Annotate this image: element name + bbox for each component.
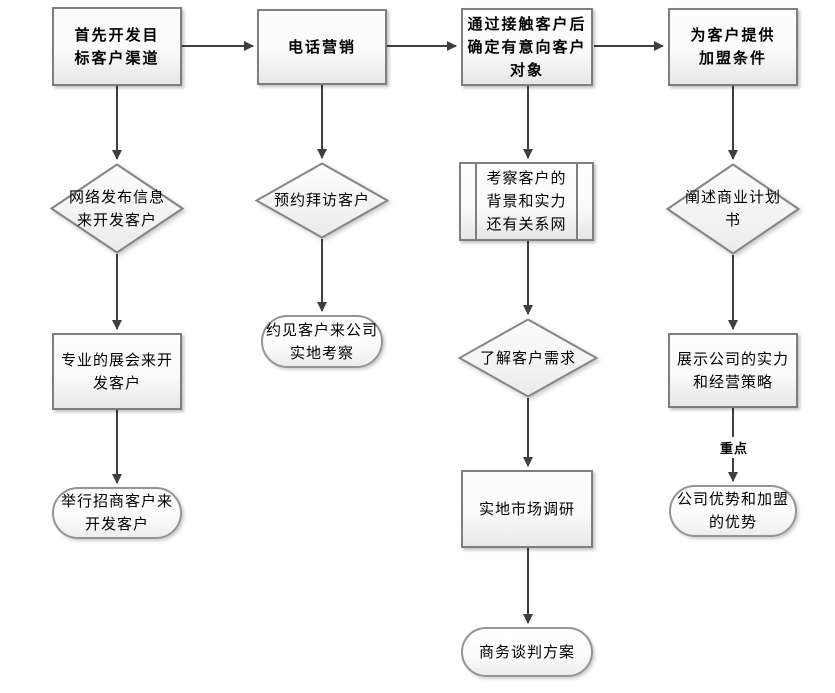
diamond-shape — [255, 162, 389, 239]
node-identify-interested-customers: 通过接触客户后 确定有意向客户 对象 — [461, 8, 593, 86]
predefined-process-bar — [576, 164, 578, 239]
node-label: 约见客户来公司 实地考察 — [265, 320, 378, 362]
node-label: 专业的展会来开 发客户 — [60, 350, 173, 392]
terminator-investment-event: 举行招商客户来 开发客户 — [52, 487, 182, 539]
node-provide-franchise-conditions: 为客户提供 加盟条件 — [668, 8, 798, 86]
node-label: 首先开发目 标客户渠道 — [74, 25, 160, 67]
decision-understand-needs: 了解客户需求 — [458, 318, 598, 398]
decision-online-info-develop: 网络发布信息 来开发客户 — [50, 163, 184, 254]
node-develop-target-channels: 首先开发目 标客户渠道 — [52, 7, 182, 86]
decision-present-business-plan: 阐述商业计划 书 — [666, 163, 800, 255]
node-label: 考察客户的 背景和实力 还有关系网 — [486, 169, 567, 233]
edge-label-key-point: 重点 — [708, 437, 760, 458]
node-label: 举行招商客户来 开发客户 — [60, 492, 173, 533]
terminator-invite-company-visit: 约见客户来公司 实地考察 — [261, 315, 383, 368]
node-label: 实地市场调研 — [478, 499, 575, 518]
node-exhibition-develop: 专业的展会来开 发客户 — [52, 333, 182, 410]
diamond-shape — [458, 318, 598, 398]
node-telemarketing: 电话营销 — [257, 9, 387, 85]
decision-appointment-visit: 预约拜访客户 — [255, 162, 389, 239]
node-label: 网络发布信息 来开发客户 — [68, 187, 165, 229]
node-label: 预约拜访客户 — [273, 191, 370, 209]
node-label: 阐述商业计划 书 — [684, 188, 781, 229]
node-label: 了解客户需求 — [479, 348, 576, 367]
node-label: 商务谈判方案 — [478, 642, 575, 661]
diamond-shape — [50, 163, 184, 254]
node-label: 为客户提供 加盟条件 — [690, 26, 776, 67]
node-label: 通过接触客户后 确定有意向客户 对象 — [467, 14, 587, 79]
node-label: 展示公司的实力 和经营策略 — [676, 349, 789, 391]
node-field-market-research: 实地市场调研 — [461, 470, 593, 548]
node-label: 公司优势和加盟 的优势 — [676, 490, 789, 531]
node-show-strength-strategy: 展示公司的实力 和经营策略 — [668, 333, 798, 408]
diamond-shape — [666, 163, 800, 255]
node-label: 电话营销 — [287, 37, 356, 56]
predefined-process-bar — [475, 164, 477, 239]
node-investigate-background: 考察客户的 背景和实力 还有关系网 — [459, 162, 594, 241]
terminator-company-advantages: 公司优势和加盟 的优势 — [669, 485, 797, 537]
terminator-negotiation-plan: 商务谈判方案 — [461, 627, 593, 677]
